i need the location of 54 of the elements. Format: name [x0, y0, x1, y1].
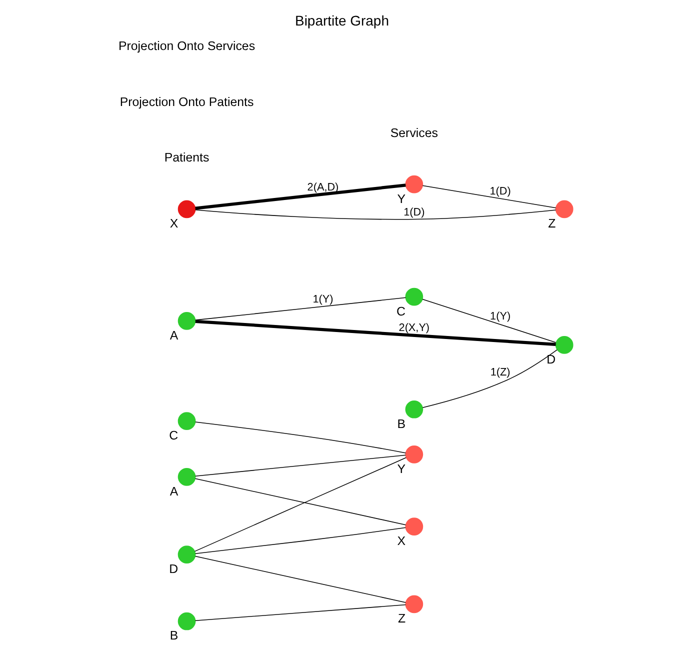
- node-circle: [405, 288, 424, 306]
- label: Patients: [164, 150, 210, 165]
- connector: [194, 556, 406, 603]
- node-circle: [405, 400, 424, 418]
- node-circle: [178, 468, 196, 486]
- node-circle: [555, 200, 574, 218]
- edge-label: 2(X,Y): [398, 322, 430, 334]
- node-label: B: [397, 416, 406, 431]
- node-label: X: [397, 534, 406, 548]
- node-label: C: [169, 428, 178, 442]
- label: Projection Onto Services: [118, 38, 256, 53]
- diagram-title: Bipartite Graph: [295, 12, 389, 29]
- connector: [194, 454, 406, 477]
- node-circle: [178, 546, 196, 564]
- edge-label: 2(A,D): [307, 182, 339, 194]
- connector: [422, 349, 558, 408]
- connector: [195, 320, 556, 346]
- node-label: A: [170, 328, 178, 342]
- connector: [194, 457, 406, 552]
- node-label: Z: [398, 612, 406, 626]
- connector: [422, 298, 556, 343]
- node-circle: [178, 612, 196, 630]
- node-label: Y: [397, 462, 406, 476]
- edge-label: 1(Z): [490, 366, 510, 378]
- connector: [194, 478, 406, 526]
- connector: [195, 527, 406, 554]
- node-label: A: [170, 484, 178, 498]
- node-label: B: [170, 628, 178, 643]
- node-circle: [405, 595, 424, 614]
- node-circle: [405, 175, 424, 194]
- label: Services: [390, 126, 438, 140]
- node-label: D: [546, 352, 556, 366]
- connector: [194, 209, 556, 220]
- node-circle: [178, 312, 196, 330]
- edge-label: 1(D): [490, 186, 511, 198]
- node-label: X: [170, 216, 178, 231]
- edge-label: 1(Y): [312, 293, 334, 306]
- edge-label: 1(Y): [490, 310, 511, 323]
- edge-label: 1(D): [404, 206, 425, 219]
- connector: [195, 184, 406, 210]
- node-label: C: [396, 304, 406, 318]
- node-label: D: [169, 562, 178, 576]
- connector: [194, 604, 406, 622]
- node-circle: [405, 445, 424, 464]
- connector: [195, 422, 406, 454]
- node-circle: [178, 412, 196, 430]
- node-label: Z: [548, 216, 556, 231]
- node-circle: [405, 518, 424, 536]
- node-label: Y: [397, 192, 406, 206]
- connector: [194, 297, 406, 320]
- connector: [422, 185, 556, 208]
- node-circle: [555, 336, 574, 354]
- label: Projection Onto Patients: [120, 94, 254, 109]
- node-circle: [178, 200, 196, 218]
